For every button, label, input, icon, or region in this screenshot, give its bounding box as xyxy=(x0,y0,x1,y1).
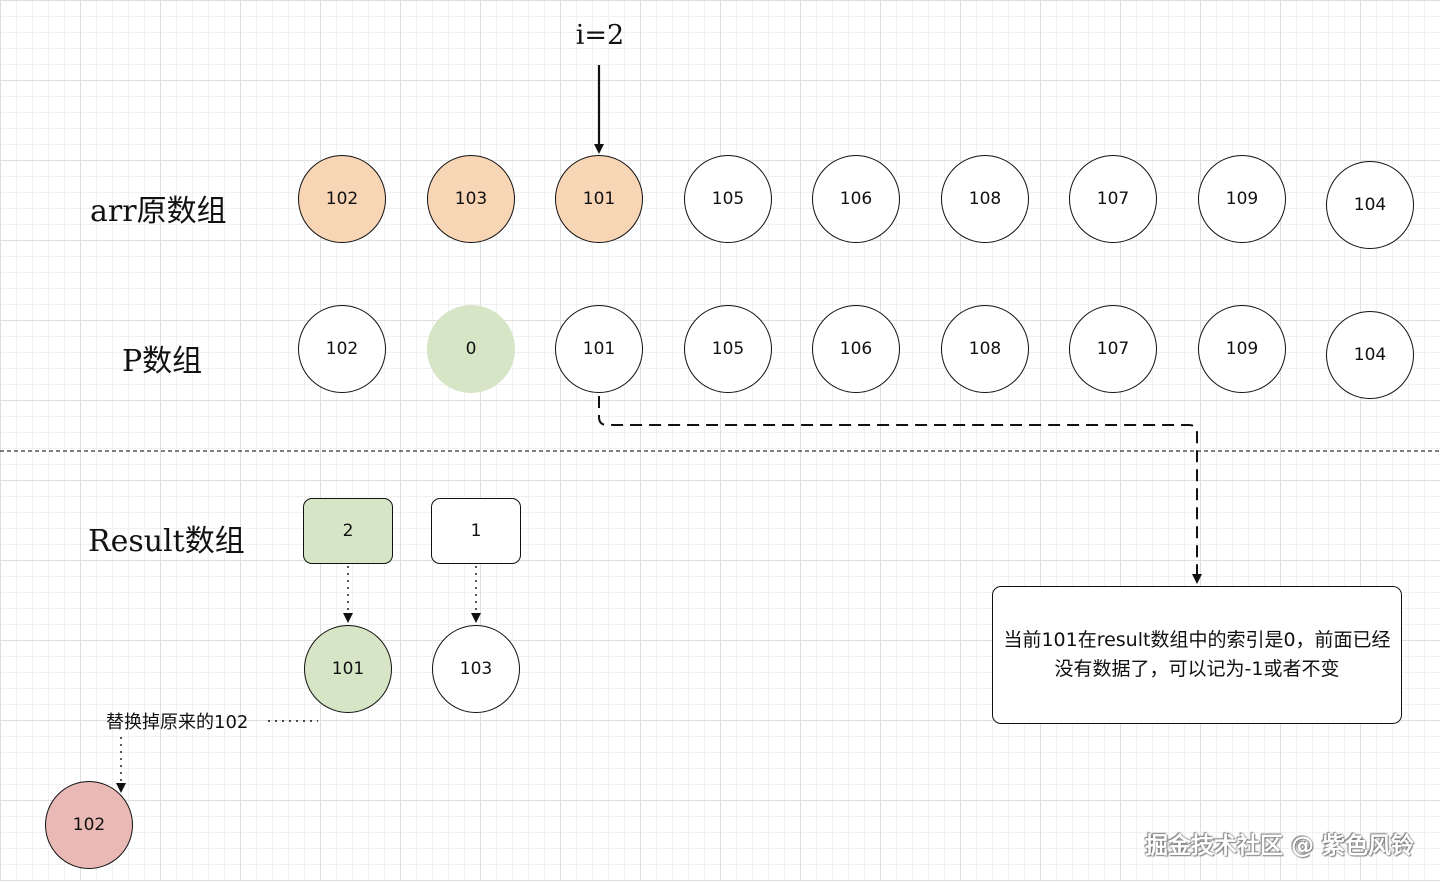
arr-node: 107 xyxy=(1069,155,1157,243)
note-connector xyxy=(598,396,1202,584)
result-node: 101 xyxy=(304,625,392,713)
note-box: 当前101在result数组中的索引是0，前面已经没有数据了，可以记为-1或者不… xyxy=(992,586,1402,724)
arr-node: 104 xyxy=(1326,161,1414,249)
arr-node: 109 xyxy=(1198,155,1286,243)
result-index-box: 2 xyxy=(303,498,393,564)
pointer-label: i=2 xyxy=(575,20,625,51)
p-node: 107 xyxy=(1069,305,1157,393)
p-node: 105 xyxy=(684,305,772,393)
arr-label: arr原数组 xyxy=(90,194,227,229)
p-node: 0 xyxy=(427,305,515,393)
arr-node: 105 xyxy=(684,155,772,243)
arr-node: 102 xyxy=(298,155,386,243)
p-node: 109 xyxy=(1198,305,1286,393)
arr-node: 103 xyxy=(427,155,515,243)
p-node: 106 xyxy=(812,305,900,393)
p-node: 102 xyxy=(298,305,386,393)
replaced-node: 102 xyxy=(45,781,133,869)
replace-label: 替换掉原来的102 xyxy=(106,712,249,733)
p-array-label: P数组 xyxy=(122,344,203,379)
arr-node: 101 xyxy=(555,155,643,243)
p-node: 108 xyxy=(941,305,1029,393)
p-node: 101 xyxy=(555,305,643,393)
result-node: 103 xyxy=(432,625,520,713)
arr-node: 108 xyxy=(941,155,1029,243)
arr-node: 106 xyxy=(812,155,900,243)
watermark: 掘金技术社区 @ 紫色风铃 xyxy=(1144,833,1414,859)
result-label: Result数组 xyxy=(88,524,245,559)
p-node: 104 xyxy=(1326,311,1414,399)
result-index-box: 1 xyxy=(431,498,521,564)
